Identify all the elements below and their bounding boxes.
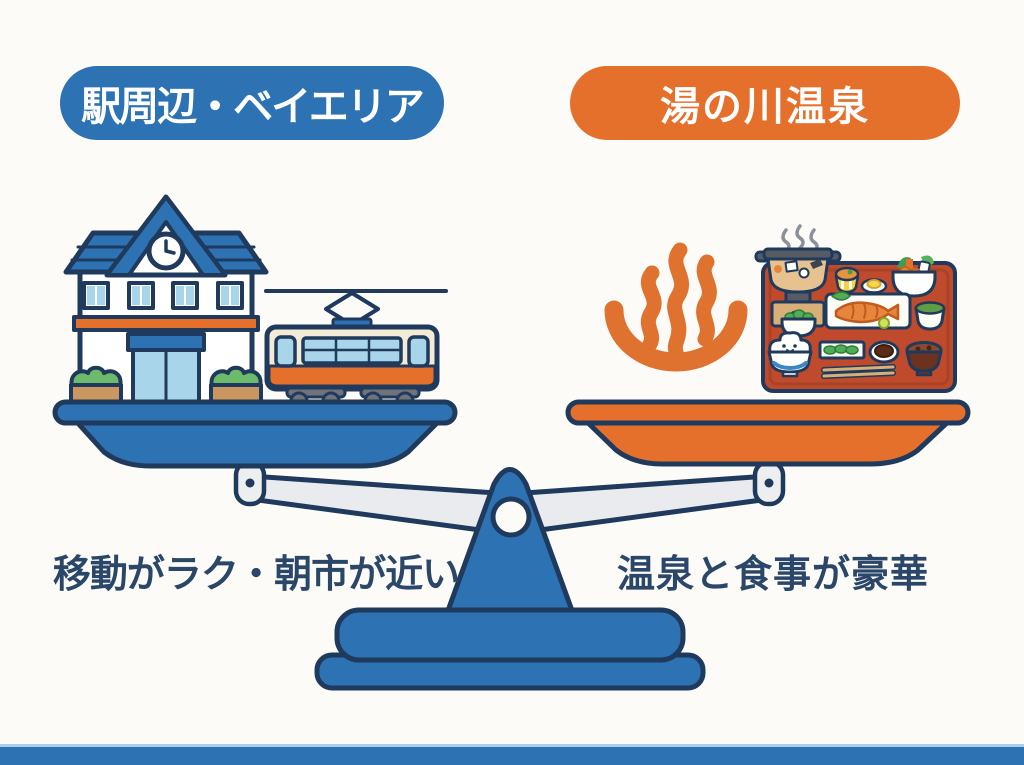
- side-cup: [834, 266, 860, 294]
- scale-stand: [314, 467, 706, 691]
- fish-plate: [824, 291, 912, 330]
- station-building-icon: [63, 194, 269, 409]
- miso-bowl: [905, 341, 943, 377]
- meal-tray-icon: [754, 224, 957, 393]
- rice-bowl: [767, 331, 813, 378]
- chopsticks: [821, 364, 896, 379]
- building-windows: [82, 281, 244, 310]
- hotpot: [754, 247, 842, 328]
- right-area-label: 湯の川温泉: [570, 66, 960, 140]
- egg-dish: [860, 278, 888, 294]
- pickle-plate: [818, 340, 866, 360]
- left-benefit-caption: 移動がラク・朝市が近い: [52, 554, 460, 596]
- right-benefit-caption: 温泉と食事が豪華: [616, 554, 929, 596]
- right-scale-pan: [565, 399, 971, 467]
- right-hanger: [752, 459, 786, 507]
- clock-icon: [146, 231, 186, 271]
- tea-cup: [914, 301, 946, 331]
- salad-bowl: [891, 255, 937, 298]
- onsen-mark-icon: [604, 242, 748, 372]
- soy-dish: [868, 340, 900, 364]
- left-area-label: 駅周辺・ベイエリア: [60, 66, 444, 140]
- left-scale-pan: [52, 399, 458, 469]
- tram-icon: [264, 289, 448, 411]
- bottom-accent-bar: [0, 744, 1024, 765]
